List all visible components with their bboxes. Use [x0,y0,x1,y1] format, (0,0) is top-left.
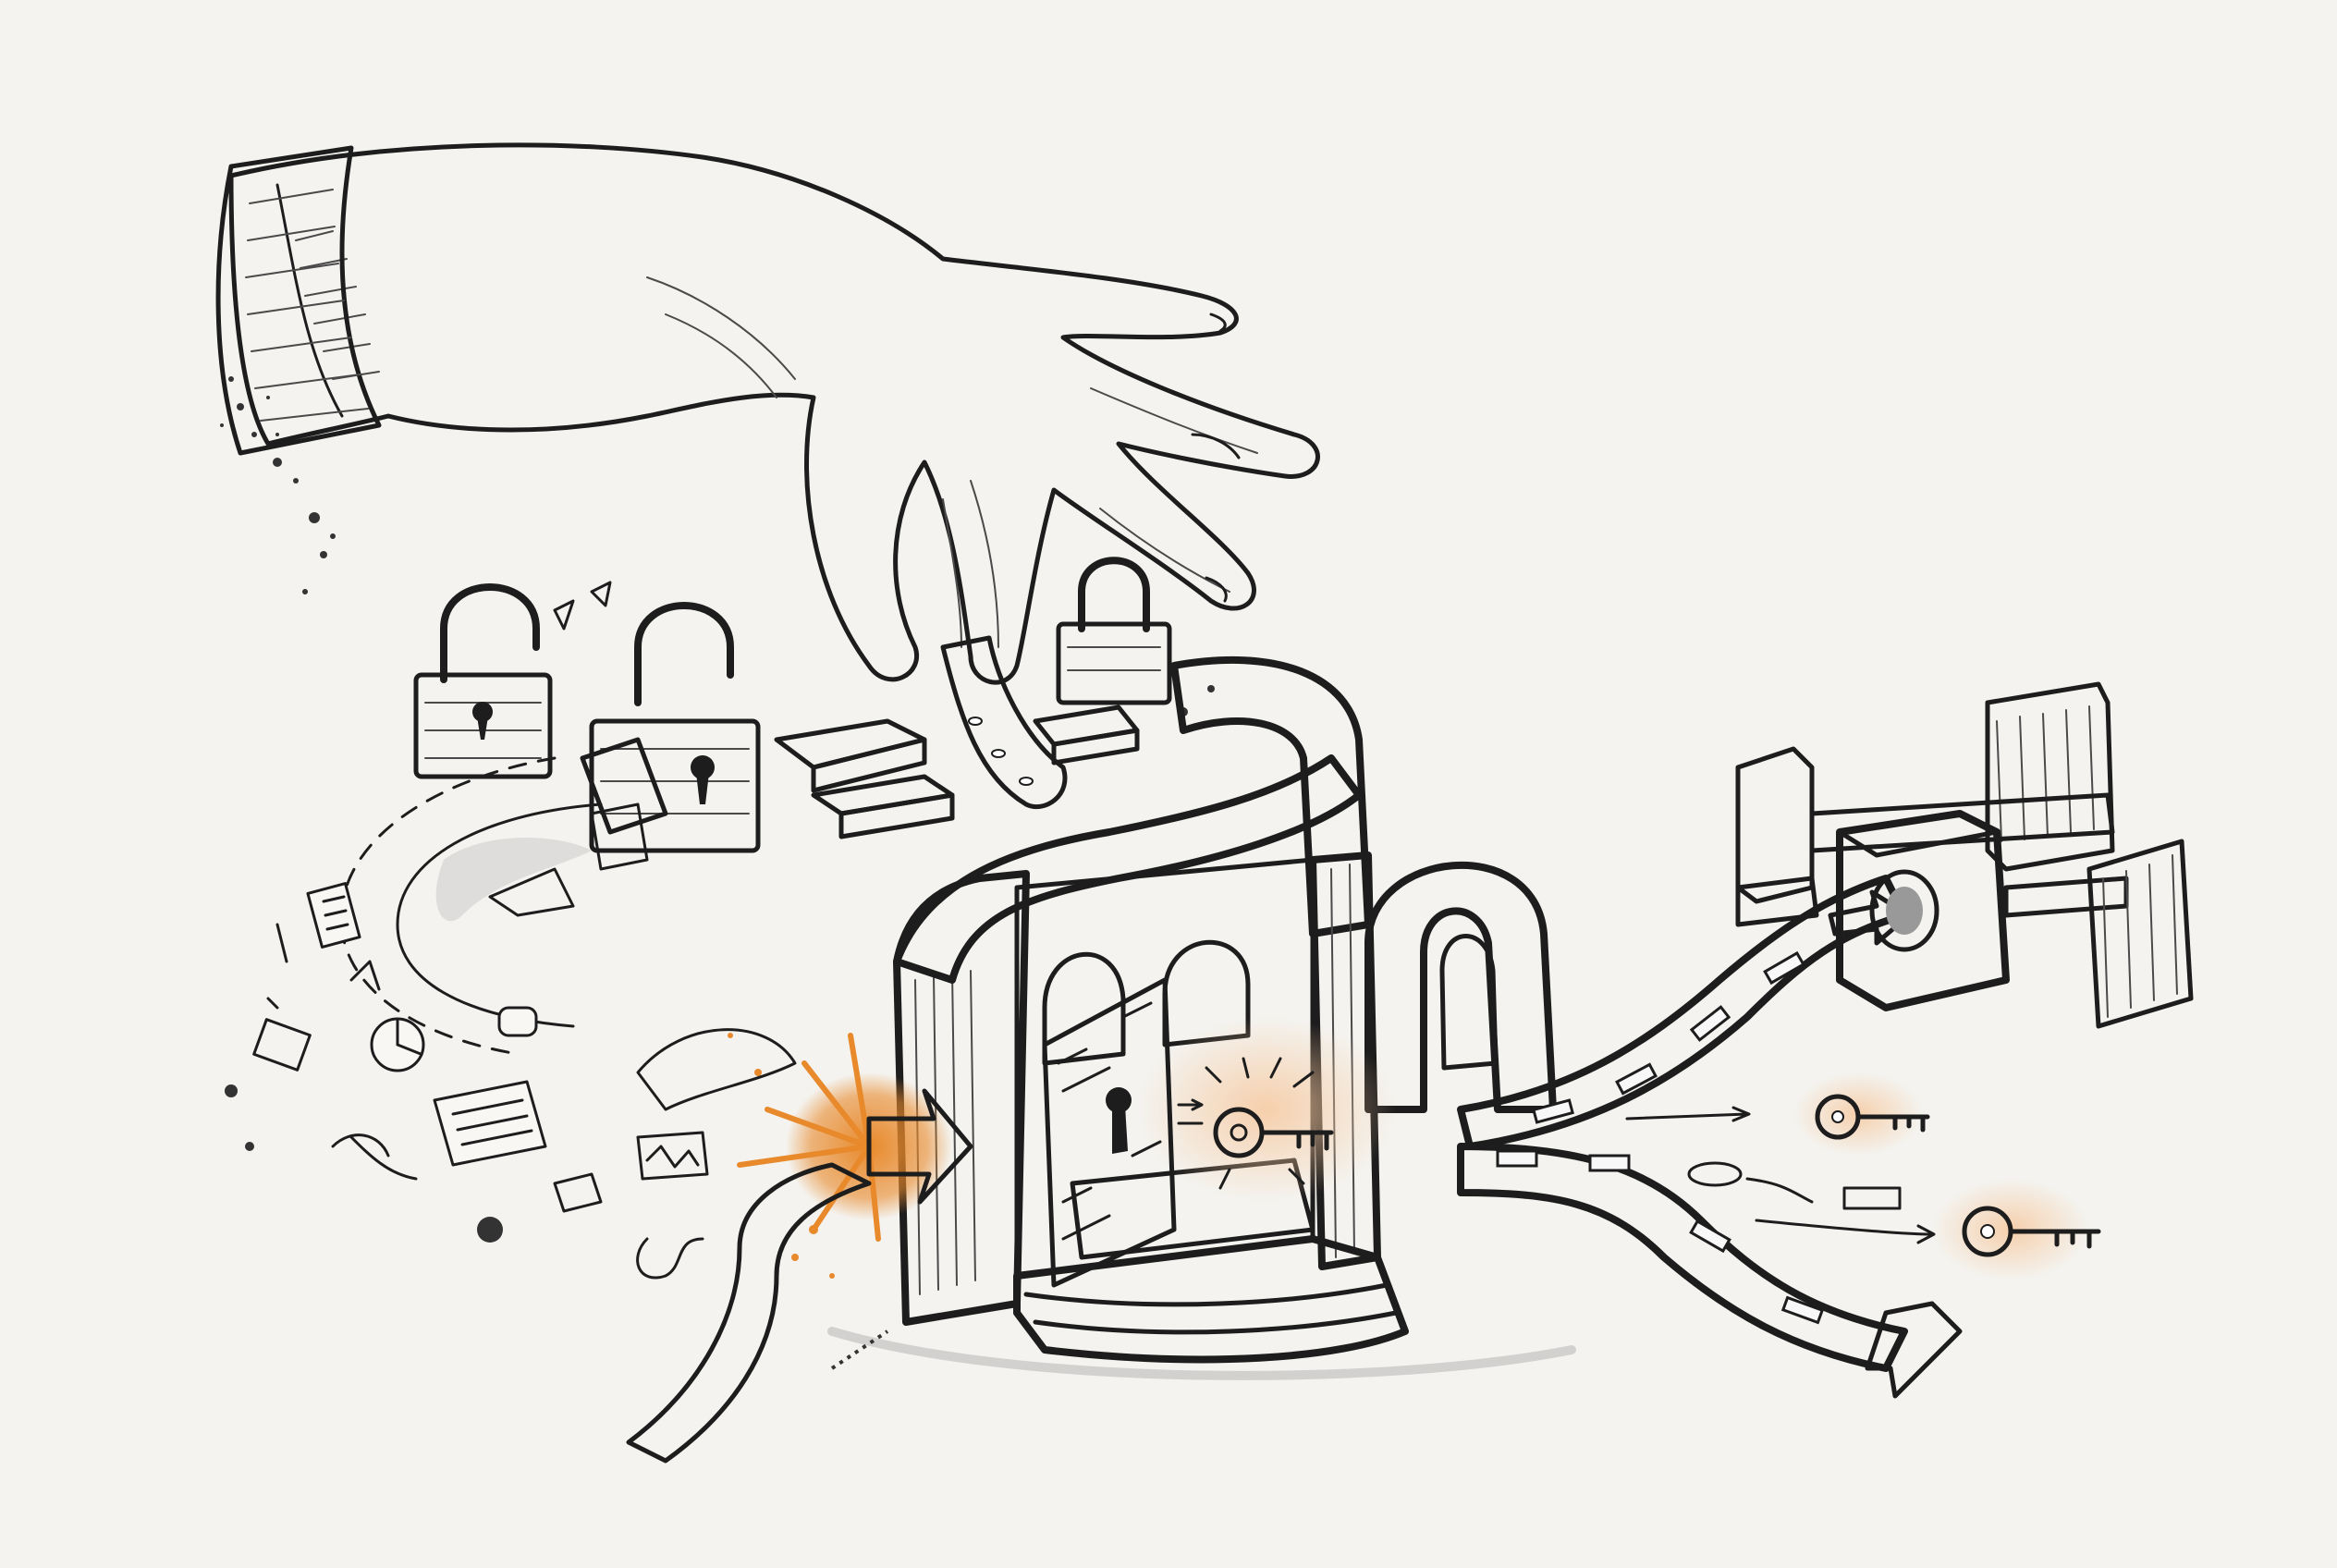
pipeline-structure [893,656,1557,1364]
key-icon [1815,1094,1930,1140]
debris-swirl [225,756,603,1243]
spark-rays [737,1033,881,1242]
dust-speckles [220,376,336,594]
data-arrows [1625,1106,1936,1244]
hand-icon [215,142,1320,685]
padlock-icon [580,602,761,871]
key-glow [1137,1017,1396,1202]
entry-arrow-icon [866,1088,973,1205]
padlock-icon [1056,557,1172,705]
broken-slabs [488,581,1215,917]
inflow-stream [626,1162,872,1464]
key-icon [1205,1057,1334,1190]
machine-block-icon [1735,681,2194,1029]
ground-shadow [827,1327,1576,1380]
key-icon [1962,1206,2101,1257]
padlock-icon [413,583,553,779]
data-ribbon [940,635,1068,810]
keyhole-door-icon [1042,977,1204,1288]
